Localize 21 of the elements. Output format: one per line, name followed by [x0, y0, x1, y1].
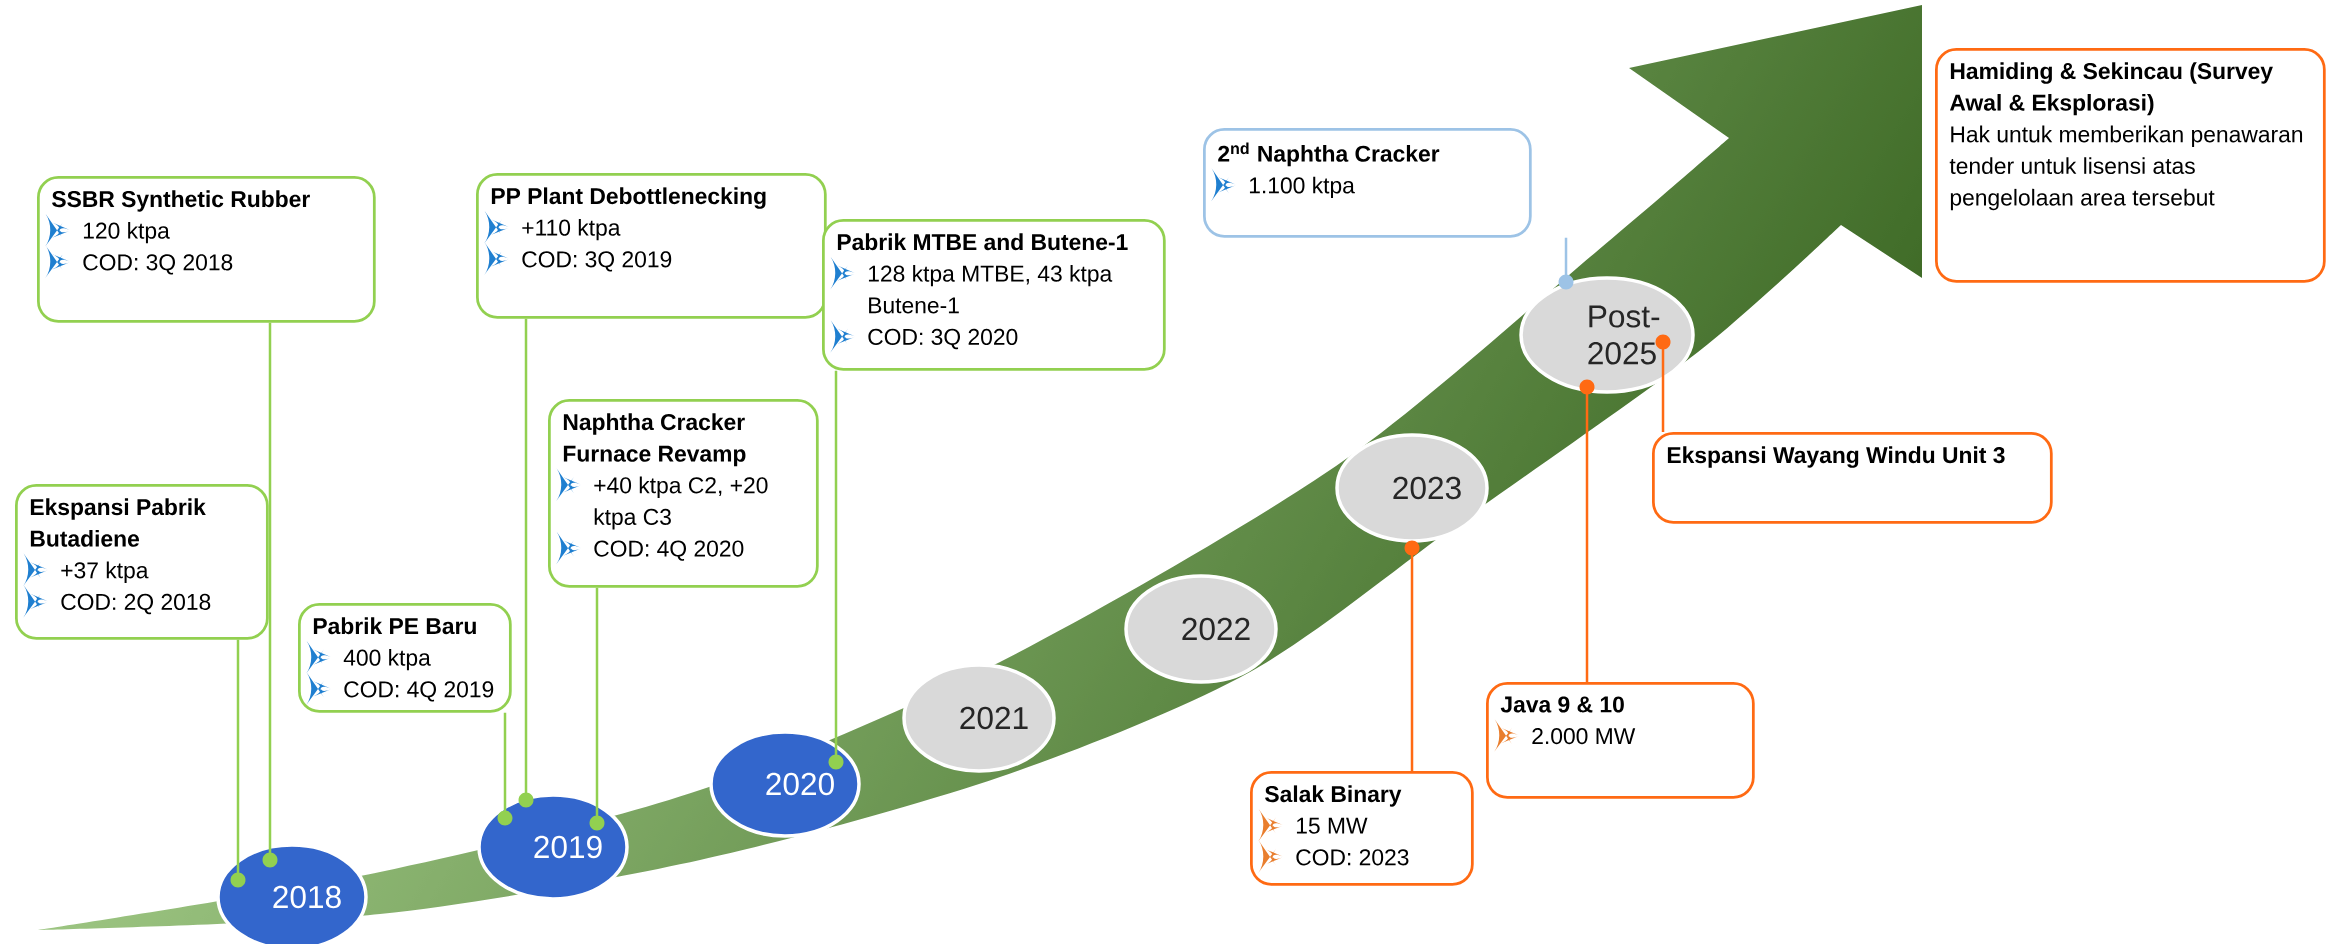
leader-line — [589, 587, 605, 831]
callout-box: Pabrik MTBE and Butene-1 128 ktpa MTBE, 43 ktpa Butene-1 COD: 3Q 2020 — [822, 219, 1166, 371]
callout-box: Ekspansi Wayang Windu Unit 3 — [1652, 432, 2053, 524]
leader-line — [497, 712, 513, 826]
leader-line — [1558, 237, 1574, 290]
leader-line — [1655, 334, 1671, 432]
callout-box: Pabrik PE Baru 400 ktpa COD: 4Q 2019 — [298, 603, 512, 713]
callout-box: Ekspansi Pabrik Butadiene +37 ktpa COD: 2Q 2018 — [15, 484, 269, 640]
callout-box: 2$^{nd}$ Naphtha Cracker 1.100 ktpa — [1203, 128, 1532, 238]
leader-line — [1404, 540, 1420, 771]
callout-box: SSBR Synthetic Rubber 120 ktpa COD: 3Q 2018 — [37, 176, 376, 323]
leader-line — [262, 322, 278, 868]
leader-line — [828, 370, 844, 770]
callout-box: Salak Binary 15 MW COD: 2023 — [1250, 771, 1474, 886]
callout-box: PP Plant Debottlenecking +110 ktpa COD: 3Q 2019 — [476, 173, 827, 319]
callout-box: Java 9 & 10 2.000 MW — [1486, 682, 1755, 799]
callout-box: Naphtha Cracker Furnace Revamp +40 ktpa C2, +20 ktpa C3 COD: 4Q 2020 — [548, 399, 819, 588]
callout-box: Hamiding & Sekincau (Survey Awal & Eksplorasi) Hak untuk memberikan penawaran tender untuk lisensi atas pengelolaan area tersebut — [1935, 48, 2326, 283]
leader-line — [518, 318, 534, 808]
leader-line — [230, 639, 246, 888]
leader-line — [1579, 379, 1595, 682]
